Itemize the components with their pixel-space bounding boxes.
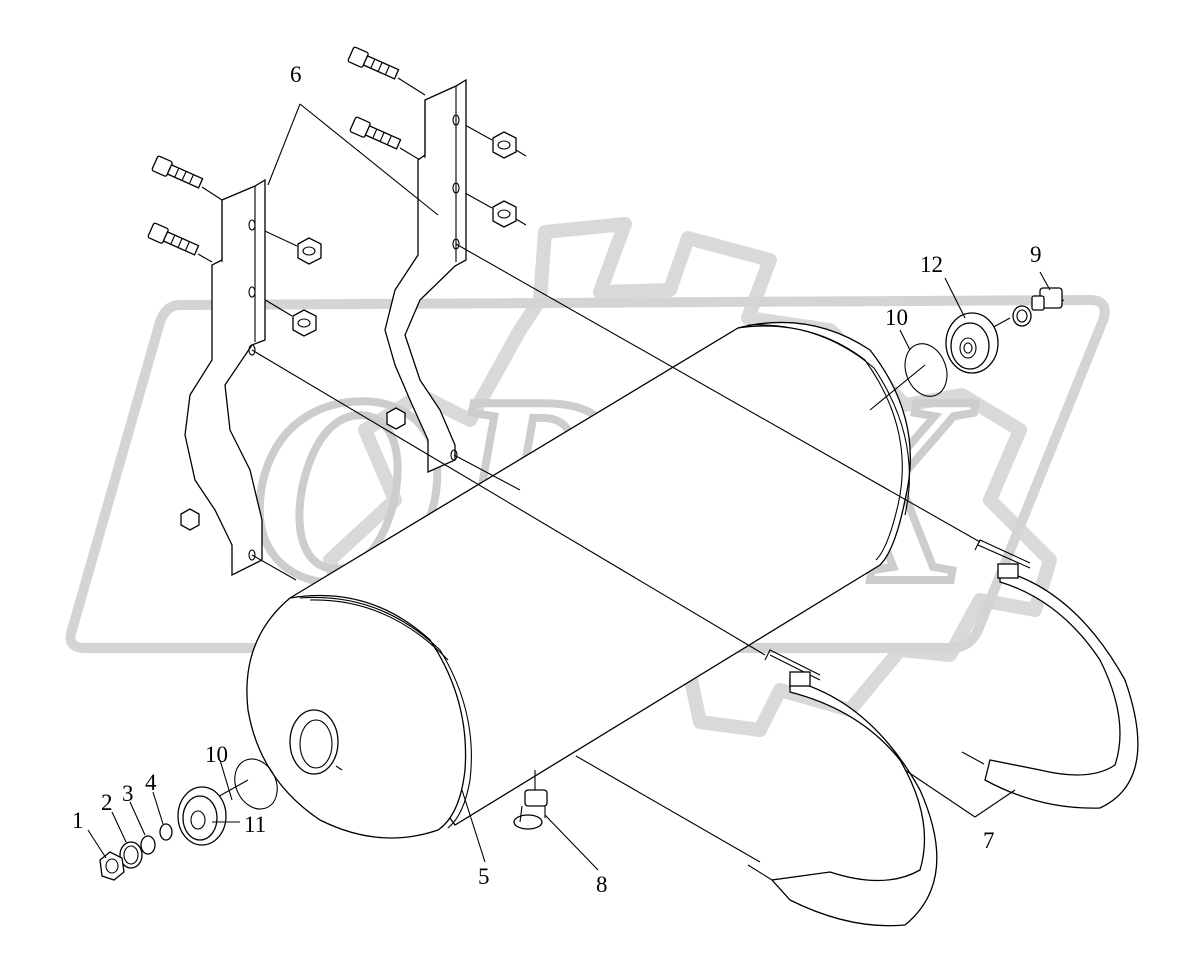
callout-8: 8 [596,872,608,897]
nut [251,291,317,337]
tank-port [289,709,339,775]
bolt [151,155,204,189]
bolt [147,222,200,256]
washer-3 [140,835,156,855]
strap-front [770,679,938,927]
tank-brackets [184,78,467,577]
drain-valve [513,770,548,830]
callout-9: 9 [1030,242,1042,267]
mounting-bolts [147,46,426,263]
callout-12: 12 [920,252,943,277]
callout-6: 6 [290,62,302,87]
callout-4: 4 [145,770,157,795]
flange-nuts [180,119,527,531]
nut [386,407,406,430]
leader-lines [87,103,1051,871]
nut [455,119,527,159]
watermark-gear [323,217,1057,737]
callout-10a: 10 [885,305,908,330]
nut [180,508,200,531]
callout-11: 11 [244,812,266,837]
bolt [349,116,402,150]
strap-rear [984,569,1139,809]
centerlines [197,243,1065,809]
plug-left [99,851,125,881]
callout-labels: 1 2 3 4 5 6 7 8 9 10 10 11 12 [72,62,1042,897]
callout-5: 5 [478,864,490,889]
callout-2: 2 [101,790,113,815]
left-fittings [99,758,278,881]
bracket-left [184,178,266,577]
washer-right [1012,305,1032,327]
callout-10b: 10 [205,742,228,767]
callout-3: 3 [122,781,134,806]
o-ring-left [234,758,278,810]
callout-7: 7 [983,828,995,853]
tank-end-cap [246,594,467,839]
nut [455,187,527,228]
washer-4 [159,823,173,841]
plug-right [1031,287,1063,311]
air-tank [246,321,911,863]
tank-straps [747,539,1139,927]
adapter-right [945,312,999,374]
callout-1: 1 [72,808,84,833]
right-fittings [904,287,1063,397]
adapter-left [177,786,227,846]
o-ring-right [904,343,948,397]
watermark-frame [65,294,1110,653]
bolt [347,46,400,80]
